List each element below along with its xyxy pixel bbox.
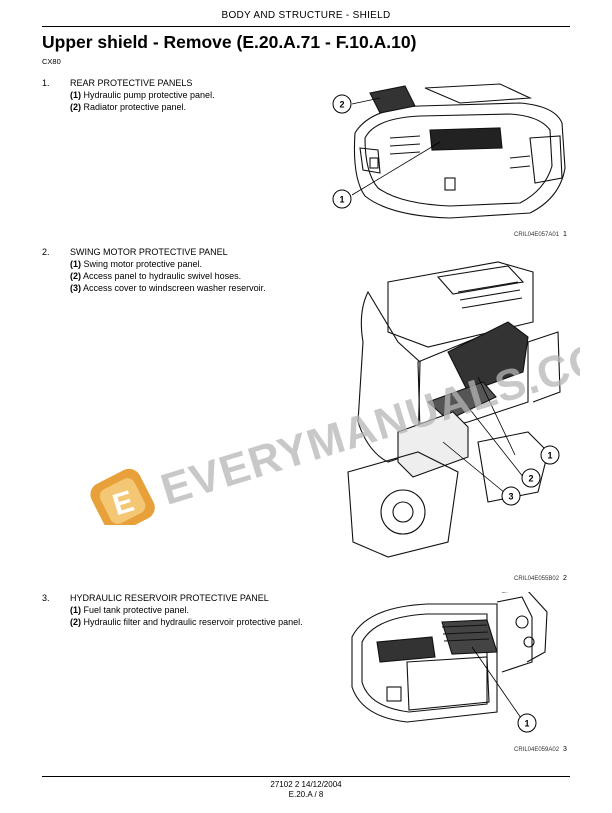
header-rule bbox=[42, 26, 570, 27]
callout-label: 1 bbox=[339, 195, 344, 205]
callout-label: 1 bbox=[547, 451, 552, 461]
figure-number: 2 bbox=[563, 575, 567, 582]
step-item: (1) Fuel tank protective panel. bbox=[70, 605, 190, 615]
callout-label: 2 bbox=[528, 474, 533, 484]
footer-page-number: E.20.A / 8 bbox=[288, 790, 324, 799]
step-number: 2. bbox=[42, 247, 50, 257]
step-item: (1) Hydraulic pump protective panel. bbox=[70, 90, 215, 100]
step-item: (2) Hydraulic filter and hydraulic reser… bbox=[70, 617, 303, 627]
callout-label: 1 bbox=[524, 719, 529, 729]
callout-label: 2 bbox=[339, 100, 344, 110]
figure-reference: CRIL04E055B02 bbox=[514, 576, 560, 582]
figure-number: 1 bbox=[563, 231, 567, 238]
figure-reference: CRIL04E057A01 bbox=[514, 232, 560, 238]
page-title: Upper shield - Remove (E.20.A.71 - F.10.… bbox=[42, 32, 417, 52]
figure-2-swing-motor-panels: 1 2 3 bbox=[347, 261, 561, 558]
callout-label: 3 bbox=[508, 492, 513, 502]
callout-circle bbox=[540, 445, 560, 465]
step-heading: REAR PROTECTIVE PANELS bbox=[70, 78, 193, 88]
callout-circle bbox=[332, 189, 352, 209]
footer-doc-info: 27102 2 14/12/2004 bbox=[270, 780, 342, 789]
step-item: (1) Swing motor protective panel. bbox=[70, 259, 203, 269]
callout-circle bbox=[521, 468, 541, 488]
footer-rule bbox=[42, 776, 570, 777]
model-label: CX80 bbox=[42, 57, 61, 66]
callout-circle bbox=[332, 94, 352, 114]
figure-1-rear-panels: 1 2 bbox=[332, 83, 566, 219]
step-item: (2) Radiator protective panel. bbox=[70, 102, 187, 112]
step-number: 1. bbox=[42, 78, 50, 88]
watermark-logo: E bbox=[90, 468, 155, 525]
page-header: BODY AND STRUCTURE - SHIELD bbox=[221, 10, 391, 21]
callout-circle bbox=[501, 486, 521, 506]
callout-circle bbox=[517, 713, 537, 733]
step-heading: HYDRAULIC RESERVOIR PROTECTIVE PANEL bbox=[70, 593, 269, 603]
step-item: (2) Access panel to hydraulic swivel hos… bbox=[70, 271, 242, 281]
svg-text:E: E bbox=[109, 485, 138, 522]
figure-reference: CRIL04E059A02 bbox=[514, 747, 560, 753]
step-number: 3. bbox=[42, 593, 50, 603]
step-heading: SWING MOTOR PROTECTIVE PANEL bbox=[70, 247, 228, 257]
step-item: (3) Access cover to windscreen washer re… bbox=[70, 283, 266, 293]
figure-3-hydraulic-reservoir-panels: 1 bbox=[351, 592, 548, 733]
figure-number: 3 bbox=[563, 746, 567, 753]
